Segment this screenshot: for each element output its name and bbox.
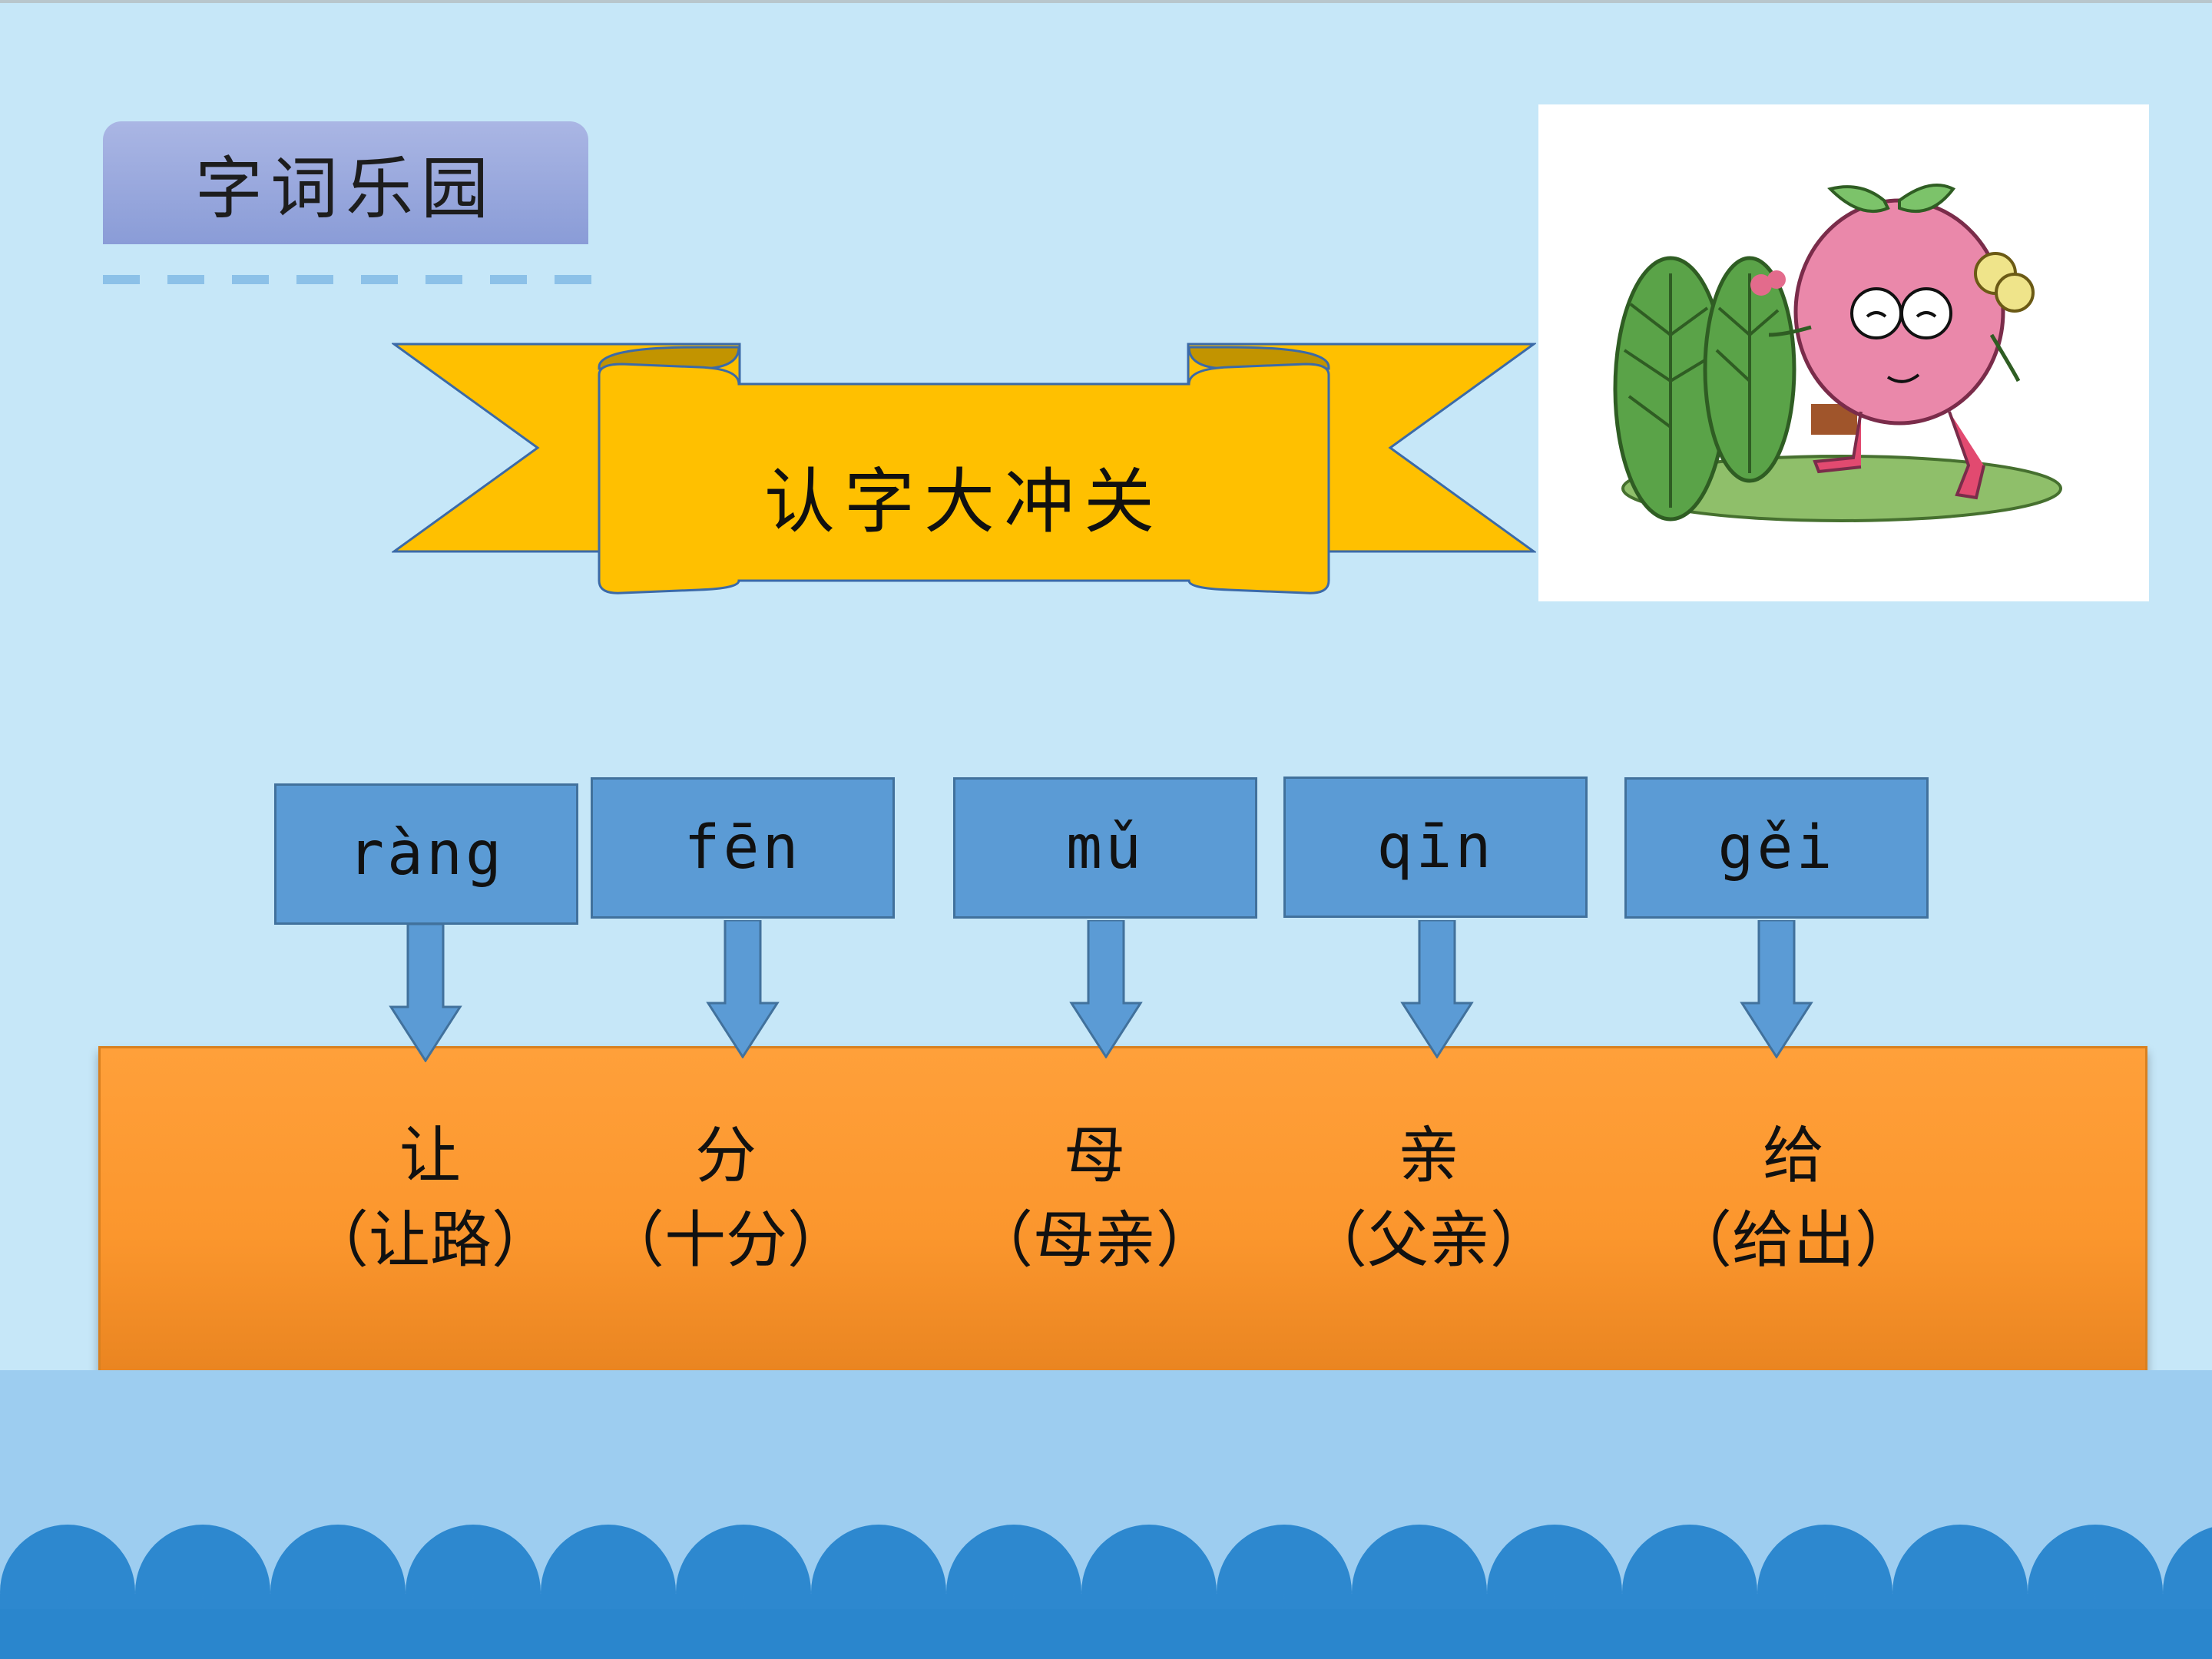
banner-front (598, 363, 1330, 594)
pinyin-box-gei: gěi (1624, 777, 1929, 919)
pinyin-text: fēn (684, 813, 802, 882)
pinyin-text: ràng (348, 820, 505, 889)
example-word: （给出） (1671, 1204, 1916, 1276)
example-word: （让路） (307, 1204, 553, 1276)
character: 让 (399, 1120, 461, 1191)
example-word: （母亲） (972, 1204, 1217, 1276)
pinyin-box-mu: mǔ (953, 777, 1257, 919)
character-item-rang: 让 （让路） (292, 1114, 568, 1283)
example-word: （十分） (603, 1204, 849, 1276)
dashed-divider (103, 275, 591, 284)
pinyin-text: gěi (1717, 813, 1836, 882)
decorative-waves (0, 1494, 2212, 1659)
character-item-gei: 给 （给出） (1655, 1114, 1932, 1283)
down-arrow-icon (389, 924, 462, 1062)
pinyin-box-qin: qīn (1283, 777, 1588, 918)
apple-character-illustration (1538, 104, 2149, 601)
character: 亲 (1398, 1120, 1459, 1191)
section-tab-label: 字词乐园 (194, 148, 496, 228)
pinyin-text: mǔ (1066, 813, 1144, 882)
section-tab: 字词乐园 (103, 121, 588, 244)
down-arrow-icon (706, 920, 780, 1058)
pinyin-text: qīn (1376, 813, 1495, 882)
character: 给 (1763, 1120, 1824, 1191)
characters-panel (98, 1046, 2147, 1426)
character-item-qin: 亲 （父亲） (1290, 1114, 1567, 1283)
down-arrow-icon (1069, 920, 1143, 1058)
character-item-mu: 母 （母亲） (956, 1114, 1233, 1283)
banner-ribbon (392, 343, 1536, 594)
character: 母 (1064, 1120, 1125, 1191)
down-arrow-icon (1400, 920, 1474, 1058)
pinyin-box-fen: fēn (591, 777, 895, 919)
example-word: （父亲） (1306, 1204, 1551, 1276)
character: 分 (695, 1120, 757, 1191)
top-border (0, 0, 2212, 3)
character-item-fen: 分 （十分） (588, 1114, 864, 1283)
banner-title: 认字大冲关 (763, 460, 1164, 543)
pinyin-box-rang: ràng (274, 783, 578, 925)
down-arrow-icon (1740, 920, 1813, 1058)
